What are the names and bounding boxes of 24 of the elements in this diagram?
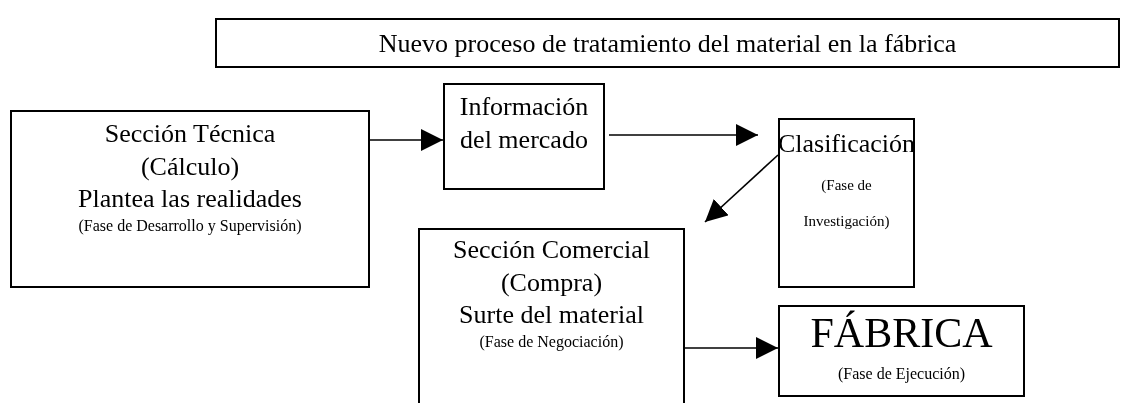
- process-box: [443, 83, 605, 190]
- process-box: [778, 118, 915, 288]
- arrow: [369, 129, 444, 151]
- arrow: [704, 154, 779, 223]
- phase-note: (Fase de Ejecución): [837, 363, 966, 384]
- process-box: [10, 110, 370, 288]
- box-text: (Cálculo): [140, 150, 240, 183]
- box-text: Surte del material: [459, 299, 644, 331]
- phase-note: (Fase de Negociación): [479, 331, 624, 352]
- box-text: Clasificación: [777, 128, 916, 160]
- box-text: FÁBRICA: [810, 309, 993, 358]
- heading-box: [215, 18, 1120, 68]
- box-text: Plantea las realidades: [78, 183, 302, 215]
- box-text: (Compra): [500, 266, 603, 299]
- arrow: [608, 124, 759, 146]
- phase-note: (Fase de Desarrollo y Supervisión): [78, 215, 302, 236]
- process-box: [778, 305, 1025, 397]
- box-text: Información del mercado: [458, 91, 590, 156]
- box-text: Sección Técnica: [104, 118, 276, 150]
- phase-note: (Fase de Investigación): [802, 175, 891, 231]
- arrow: [684, 337, 779, 359]
- box-text: Nuevo proceso de tratamiento del material en la fábrica: [378, 28, 957, 60]
- box-text: Sección Comercial: [452, 234, 651, 266]
- process-box: [418, 228, 685, 403]
